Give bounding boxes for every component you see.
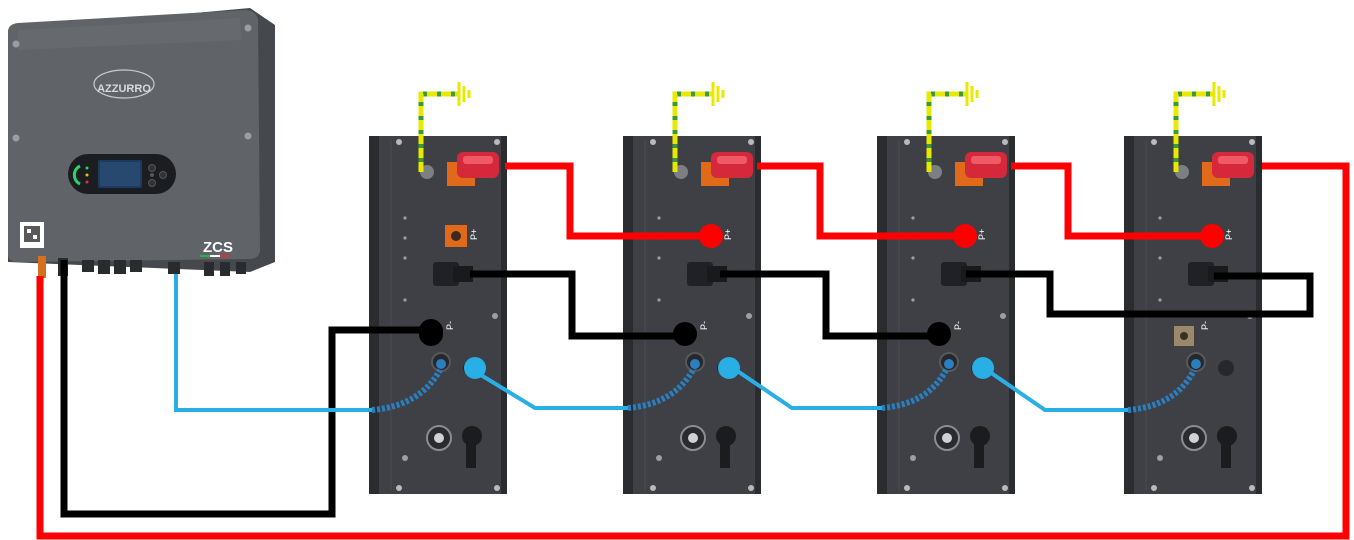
screw-icon (650, 485, 656, 491)
communication-terminal-dot (464, 357, 486, 379)
screw-icon (650, 139, 656, 145)
screw-icon (494, 485, 500, 491)
screw-icon (748, 139, 754, 145)
negative-terminal-dot (927, 322, 951, 346)
p-minus-label: P- (1200, 321, 1210, 330)
screw-icon (13, 41, 20, 48)
screw-icon (904, 139, 910, 145)
inverter-display (68, 154, 176, 194)
p-plus-label: P+ (977, 229, 987, 240)
conduit-fitting (690, 359, 700, 369)
ground-icon (713, 82, 723, 106)
screw-icon (1151, 139, 1157, 145)
qr-label (20, 222, 44, 248)
lower-port-right (462, 426, 482, 446)
logo-text: AZZURRO (97, 83, 151, 95)
svg-text:ZCS: ZCS (203, 239, 233, 256)
positive-terminal-dot (953, 224, 977, 248)
battery-module: P+ P- (877, 136, 1015, 494)
screw-icon (1249, 139, 1255, 145)
zcs-logo: ZCS (200, 239, 233, 257)
screw-icon (245, 25, 252, 32)
lower-port-right (1217, 426, 1237, 446)
p-minus-label: P- (699, 321, 709, 330)
communication-terminal-dot (718, 357, 740, 379)
positive-terminal-dot (1200, 224, 1224, 248)
positive-terminal-cap (1212, 152, 1254, 178)
screw-icon (1249, 485, 1255, 491)
screw-icon (396, 485, 402, 491)
screw-icon (1002, 139, 1008, 145)
lower-port-right (970, 426, 990, 446)
comm-out-port (1218, 360, 1234, 376)
lower-port-right (716, 426, 736, 446)
positive-terminal-cap (711, 152, 753, 178)
p-minus-label: P- (953, 321, 963, 330)
screw-icon (748, 485, 754, 491)
p-plus-label: P+ (1224, 229, 1234, 240)
screw-icon (494, 139, 500, 145)
screw-icon (1151, 485, 1157, 491)
inverter: AZZURRO ZCS (8, 8, 275, 278)
screw-icon (904, 485, 910, 491)
negative-terminal-dot (673, 322, 697, 346)
communication-terminal-dot (972, 357, 994, 379)
screw-icon (13, 135, 20, 142)
ground-icon (967, 82, 977, 106)
communication-main-cable (176, 274, 372, 410)
screw-icon (1002, 485, 1008, 491)
ground-cables (421, 82, 1224, 172)
conduit-fitting (944, 359, 954, 369)
p-plus-label: P+ (723, 229, 733, 240)
screw-icon (245, 133, 252, 140)
battery-module: P+ P- (623, 136, 761, 494)
ground-icon (1214, 82, 1224, 106)
negative-terminal-dot (419, 319, 443, 343)
positive-terminal-dot (699, 224, 723, 248)
conduit-fitting (1191, 359, 1201, 369)
positive-terminal-cap (457, 152, 499, 178)
ground-icon (459, 82, 469, 106)
p-plus-label: P+ (469, 229, 479, 240)
screw-icon (396, 139, 402, 145)
battery-module: P+ P- (369, 136, 507, 494)
terminal-dots (419, 224, 1224, 379)
positive-terminal-cap (965, 152, 1007, 178)
p-minus-label: P- (445, 321, 455, 330)
conduit-fitting (436, 359, 446, 369)
